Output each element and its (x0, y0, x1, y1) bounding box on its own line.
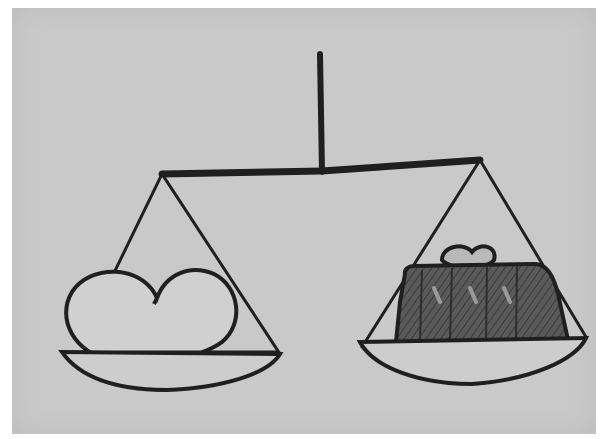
heart-icon (66, 270, 236, 361)
right-pan (360, 338, 586, 384)
left-pan (62, 352, 280, 390)
bag-icon (396, 246, 568, 342)
scale-post (320, 54, 322, 172)
